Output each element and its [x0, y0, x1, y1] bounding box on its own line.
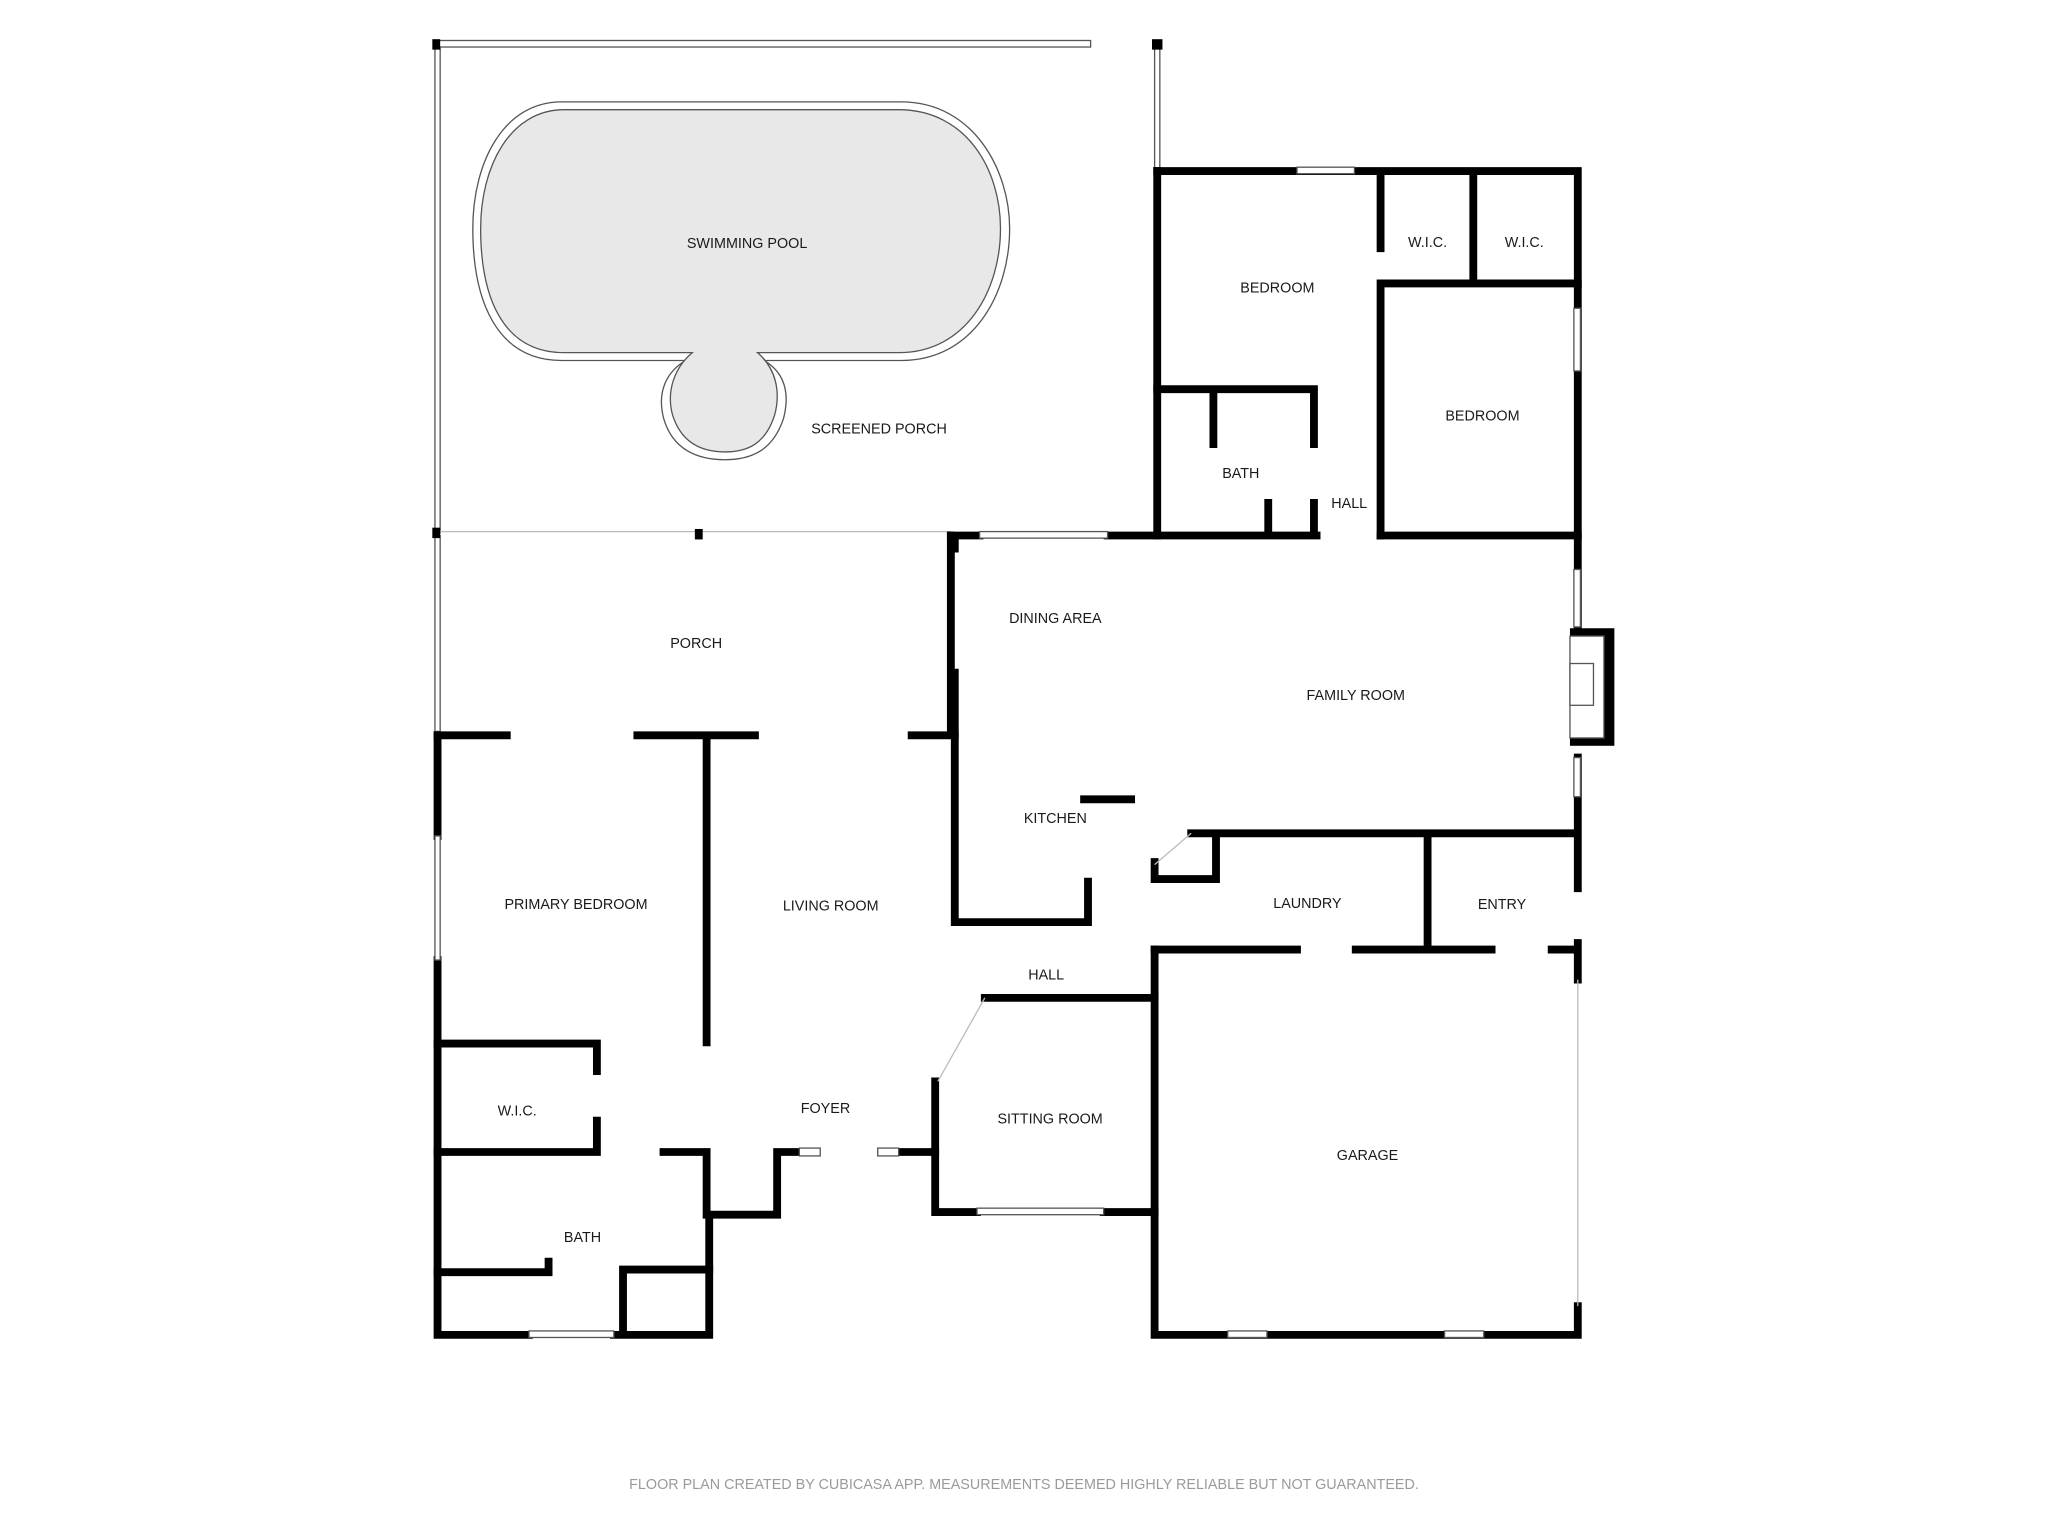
- room-label-hall: HALL: [1028, 968, 1064, 984]
- room-label-sitting-room: SITTING ROOM: [997, 1111, 1102, 1127]
- windows: [434, 166, 1582, 1339]
- room-label-bedroom: BEDROOM: [1240, 281, 1314, 297]
- fireplace: [1569, 628, 1615, 746]
- room-label-primary-bedroom: PRIMARY BEDROOM: [504, 897, 647, 913]
- room-label-living-room: LIVING ROOM: [783, 898, 879, 914]
- room-label-garage: GARAGE: [1337, 1148, 1398, 1164]
- room-label-family-room: FAMILY ROOM: [1307, 688, 1405, 704]
- room-label-wic: W.I.C.: [498, 1103, 537, 1119]
- room-label-porch: PORCH: [670, 636, 722, 652]
- room-label-bath: BATH: [1222, 466, 1259, 482]
- room-label-foyer: FOYER: [801, 1101, 850, 1117]
- room-label-bath: BATH: [564, 1230, 601, 1246]
- disclaimer-footer: FLOOR PLAN CREATED BY CUBICASA APP. MEAS…: [629, 1477, 1419, 1493]
- walls: [433, 167, 1582, 1339]
- room-label-bedroom: BEDROOM: [1445, 409, 1519, 425]
- room-label-laundry: LAUNDRY: [1273, 896, 1342, 912]
- room-label-entry: ENTRY: [1478, 897, 1527, 913]
- room-label-hall: HALL: [1331, 496, 1367, 512]
- room-label-dining-area: DINING AREA: [1009, 611, 1102, 627]
- room-label-swimming-pool: SWIMMING POOL: [687, 236, 807, 252]
- room-label-wic: W.I.C.: [1505, 235, 1544, 251]
- room-label-wic: W.I.C.: [1408, 235, 1447, 251]
- swimming-pool: [472, 101, 1011, 461]
- room-label-screened-porch: SCREENED PORCH: [811, 422, 947, 438]
- room-label-kitchen: KITCHEN: [1024, 811, 1087, 827]
